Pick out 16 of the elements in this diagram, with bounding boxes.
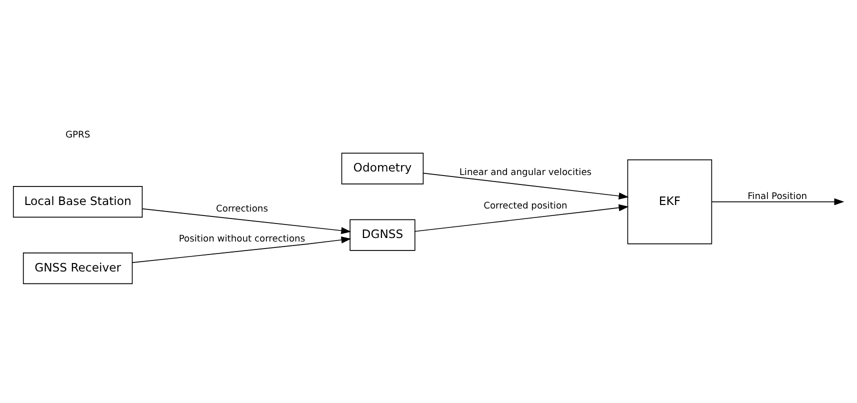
arrow: [414, 204, 629, 232]
edge-label: Corrected position: [484, 200, 568, 211]
arrow: [142, 208, 352, 234]
edge-label: Position without corrections: [178, 234, 306, 244]
label: GPRS: [65, 130, 90, 140]
edge-label: Final Position: [748, 192, 808, 202]
node-box: DGNSS: [350, 218, 416, 250]
edge-label: Corrections: [216, 204, 268, 214]
node-box: EKF: [627, 158, 712, 244]
arrow: [711, 198, 844, 205]
node-box: Local Base Station: [12, 186, 143, 218]
arrow: [422, 172, 629, 199]
node-box: Odometry: [341, 152, 424, 184]
edge-label: Linear and angular velocities: [459, 168, 592, 178]
arrow: [132, 236, 352, 262]
node-box: GNSS Receiver: [22, 252, 133, 284]
